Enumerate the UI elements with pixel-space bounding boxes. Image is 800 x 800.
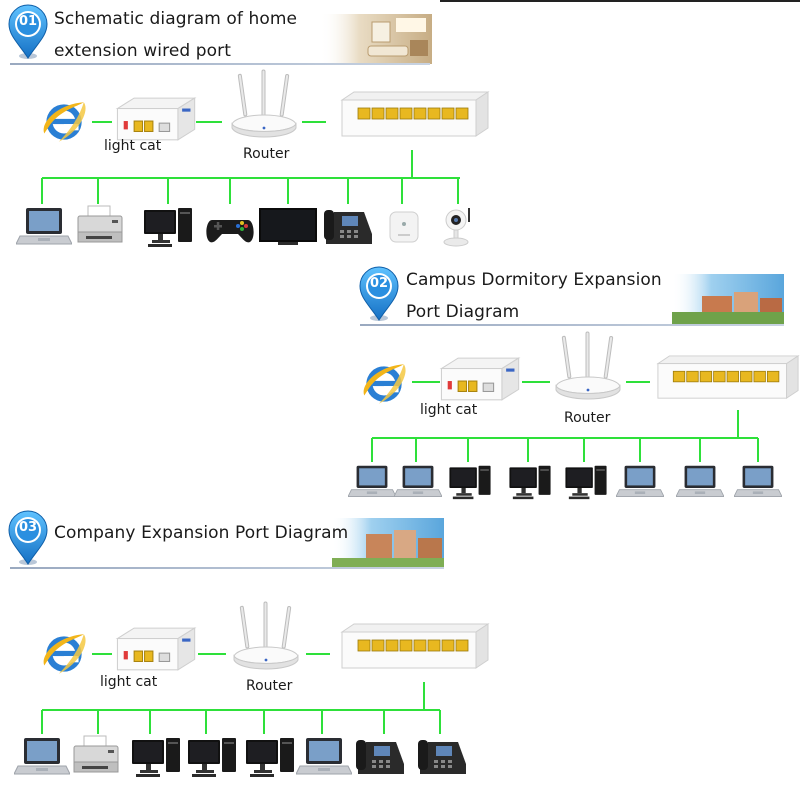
campus-building-thumbnail: [672, 274, 784, 324]
printer-icon: [68, 734, 124, 780]
section-title-line-1: Schematic diagram of home: [54, 9, 298, 29]
wifi-router-icon: [226, 600, 306, 680]
section-number: 01: [18, 14, 38, 29]
light-cat-modem-icon: [112, 626, 198, 674]
section-header-rule: [10, 567, 444, 569]
router-label: Router: [246, 678, 293, 694]
network-switch-icon: [340, 622, 490, 672]
section-header-rule: [10, 63, 430, 65]
internet-explorer-icon: [38, 628, 90, 680]
desktop-pc-icon: [242, 734, 298, 780]
network-lines: [371, 381, 759, 462]
desktop-pc-icon: [128, 734, 184, 780]
company-building-thumbnail: [332, 518, 444, 568]
section-title-line-2: Port Diagram: [406, 302, 520, 322]
section-number: 03: [18, 520, 38, 535]
section-number: 02: [369, 276, 389, 291]
desktop-pc-icon: [184, 734, 240, 780]
network-lines: [41, 121, 460, 204]
section-title: Company Expansion Port Diagram: [54, 523, 349, 543]
router-label: Router: [564, 410, 611, 426]
section-title-line-2: extension wired port: [54, 41, 232, 61]
section-header-rule: [360, 324, 784, 326]
light-cat-label: light cat: [420, 402, 478, 418]
router-label: Router: [243, 146, 290, 162]
desk-phone-icon: [414, 734, 470, 780]
desk-phone-icon: [352, 734, 408, 780]
light-cat-label: light cat: [104, 138, 162, 154]
section-title-line-1: Campus Dormitory Expansion: [406, 270, 662, 290]
laptop-icon: [296, 734, 352, 780]
laptop-icon: [14, 734, 70, 780]
top-border-line: [440, 0, 800, 2]
home-interior-thumbnail: [320, 14, 432, 64]
light-cat-label: light cat: [100, 674, 158, 690]
